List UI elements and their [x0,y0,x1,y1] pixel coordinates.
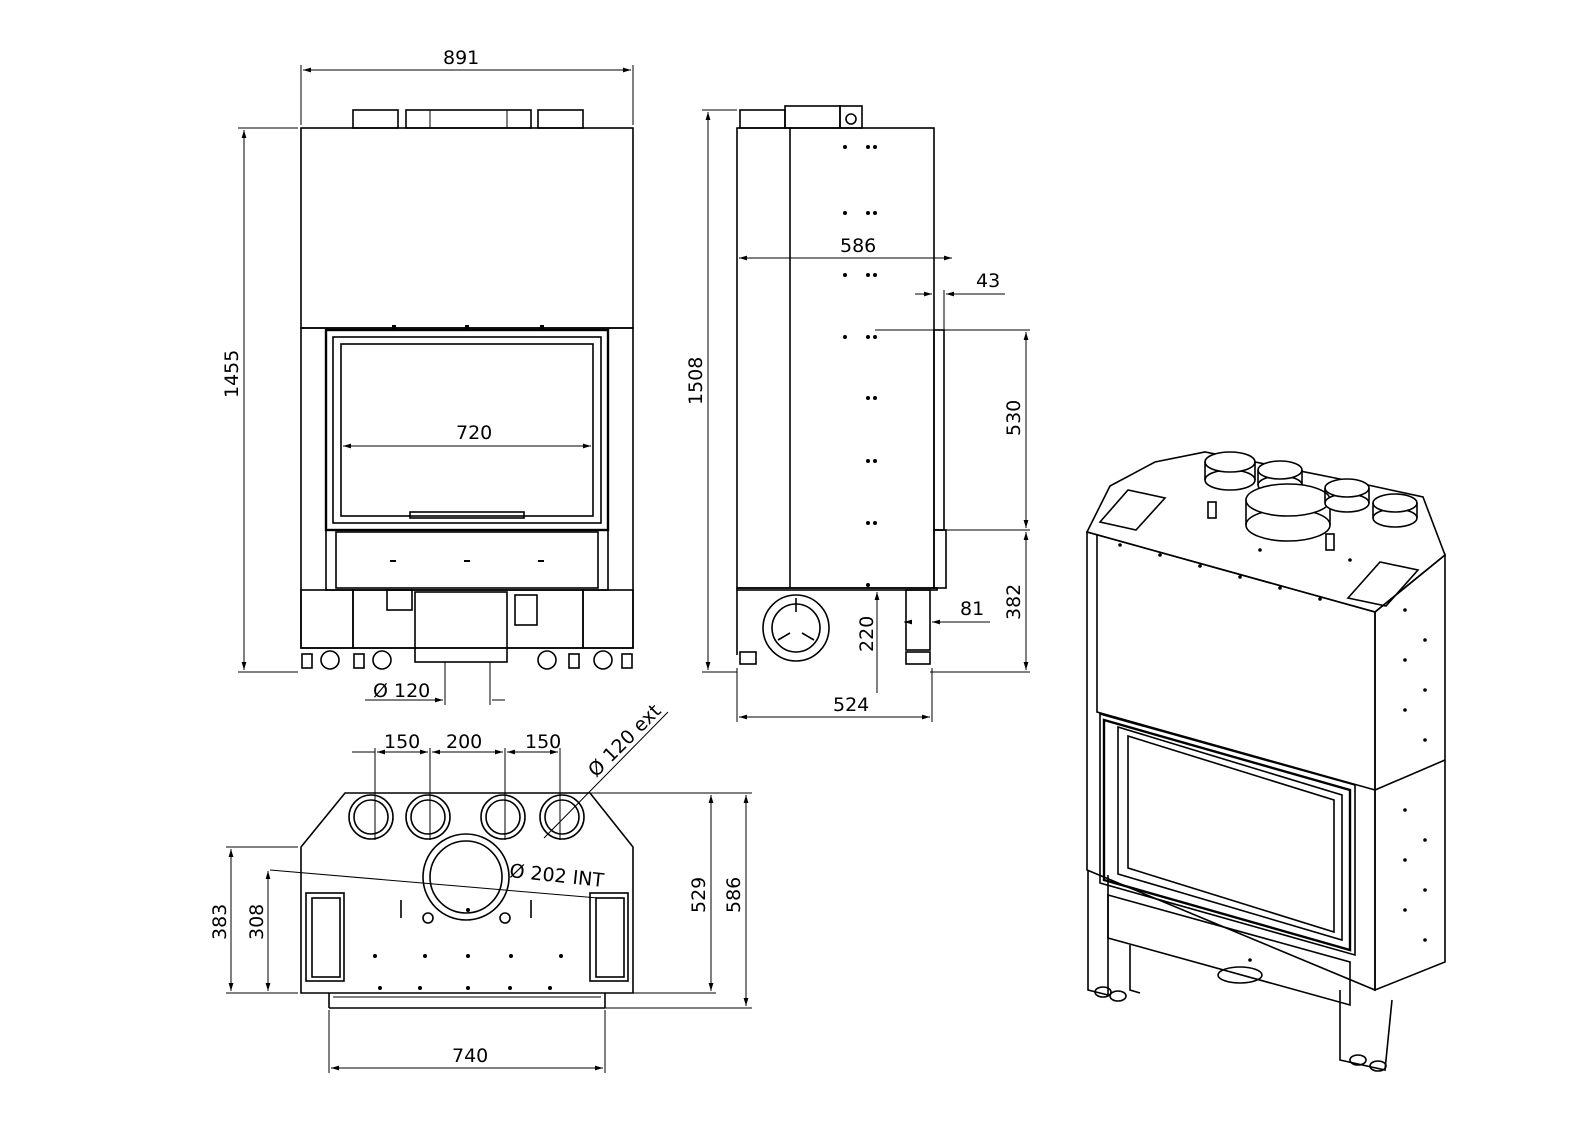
main-flue-label: Ø 202 INT [508,860,605,892]
outlet-height-label: 220 [856,616,878,652]
side-depth-1-label: 383 [209,904,231,940]
isometric-view [1085,451,1446,1072]
front-width-label: 891 [443,47,479,69]
side-depth-label: 586 [840,235,876,257]
side-view [736,105,947,665]
base-width-label: 740 [452,1045,488,1067]
spacing-left-label: 150 [384,731,420,753]
side-offset-label: 43 [976,270,1000,292]
depth-2-label: 586 [723,877,745,913]
spacing-right-label: 150 [525,731,561,753]
base-depth-label: 524 [833,694,869,716]
front-view [300,109,634,670]
top-dimensions: 150 200 150 Ø 120 ext Ø 202 INT 383 308 … [209,700,752,1073]
side-dimensions: 586 1508 43 530 382 220 81 524 [685,109,1030,722]
side-depth-2-label: 308 [246,904,268,940]
flue-diameter-label: Ø 120 [373,680,430,702]
outlet-ext-label: Ø 120 ext [584,700,666,782]
side-height-label: 1508 [685,357,707,405]
front-dimensions: 891 1455 720 Ø 120 [221,47,634,705]
spacing-mid-label: 200 [446,731,482,753]
foot-offset-label: 81 [960,598,984,620]
top-view [300,792,634,1009]
door-height-label: 530 [1003,400,1025,436]
glass-width-label: 720 [456,422,492,444]
front-height-label: 1455 [221,350,243,398]
depth-1-label: 529 [688,877,710,913]
lower-height-label: 382 [1003,584,1025,620]
